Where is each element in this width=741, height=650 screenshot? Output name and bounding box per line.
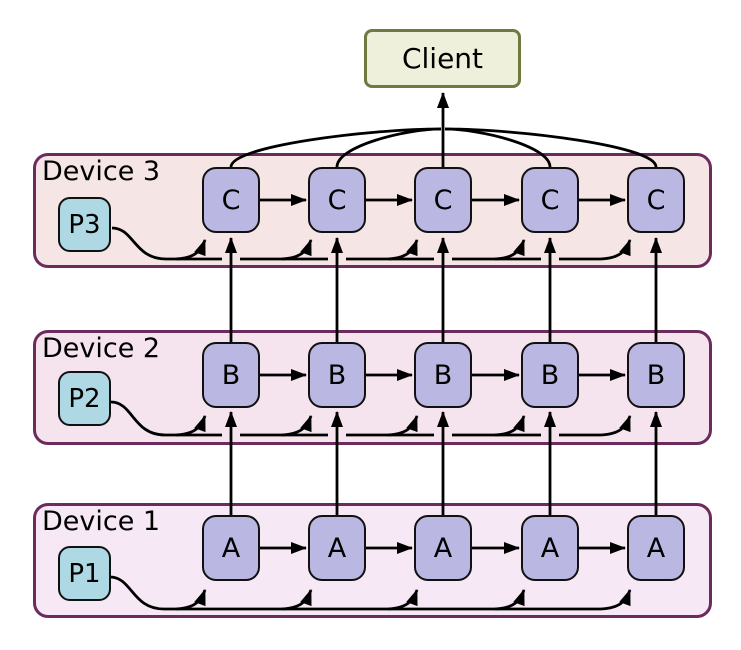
node-c3: C bbox=[414, 167, 472, 233]
node-a5: A bbox=[627, 515, 685, 581]
device-2-label: Device 2 bbox=[42, 333, 161, 364]
node-a2: A bbox=[308, 515, 366, 581]
node-b5: B bbox=[627, 342, 685, 408]
node-a3: A bbox=[414, 515, 472, 581]
node-b3: B bbox=[414, 342, 472, 408]
node-b4: B bbox=[521, 342, 579, 408]
process-box-p3: P3 bbox=[58, 197, 111, 252]
client-label: Client bbox=[401, 42, 484, 75]
node-a4: A bbox=[521, 515, 579, 581]
process-box-p2: P2 bbox=[58, 371, 111, 426]
node-b1: B bbox=[202, 342, 260, 408]
node-c4: C bbox=[521, 167, 579, 233]
node-b2: B bbox=[308, 342, 366, 408]
device-1-label: Device 1 bbox=[42, 506, 161, 537]
node-c5: C bbox=[627, 167, 685, 233]
process-box-p1: P1 bbox=[58, 546, 111, 601]
node-c1: C bbox=[202, 167, 260, 233]
node-a1: A bbox=[202, 515, 260, 581]
node-c2: C bbox=[308, 167, 366, 233]
device-3-label: Device 3 bbox=[42, 156, 161, 187]
client-box: Client bbox=[364, 29, 521, 88]
